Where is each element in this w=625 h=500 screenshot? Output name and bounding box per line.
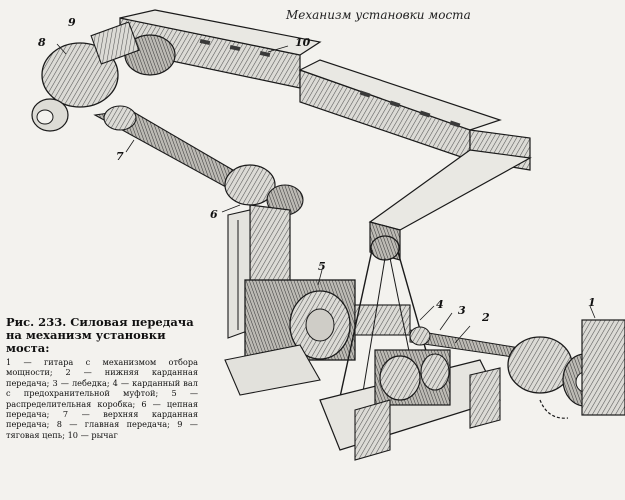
legend-item: 2 — нижняя карданная передача; bbox=[6, 367, 198, 388]
callout-9: 9 bbox=[68, 16, 76, 29]
callout-1: 1 bbox=[588, 296, 596, 309]
lever-beam bbox=[119, 9, 532, 261]
legend-item: 6 — цепная передача; bbox=[6, 398, 198, 420]
callout-leaders bbox=[56, 43, 596, 344]
callout-6: 6 bbox=[210, 208, 218, 221]
legend-item: 1 — гитара с механизмом отбора мощности; bbox=[6, 357, 198, 378]
callout-8: 8 bbox=[38, 36, 46, 49]
legend-item: 3 — лебедка; bbox=[52, 377, 110, 388]
distribution-box bbox=[224, 279, 411, 396]
figure-caption: Рис. 233. Силовая передача на механизм у… bbox=[6, 316, 198, 440]
legend-item: 9 — тяговая цепь; bbox=[6, 419, 198, 440]
legend-item: 7 — верхняя карданная передача; bbox=[6, 409, 198, 430]
legend-item: 8 — главная передача; bbox=[56, 419, 170, 430]
callout-10: 10 bbox=[295, 36, 311, 49]
callout-3: 3 bbox=[458, 304, 466, 317]
upper-cardan-shaft bbox=[93, 105, 304, 216]
legend-item: 5 — распределительная коробка; bbox=[6, 388, 199, 409]
caption-legend: 1 — гитара с механизмом отбора мощности;… bbox=[6, 357, 198, 440]
page-header: Механизм установки моста bbox=[286, 8, 471, 22]
callout-5: 5 bbox=[318, 260, 326, 273]
callout-4: 4 bbox=[436, 298, 444, 311]
callout-7: 7 bbox=[116, 150, 124, 163]
legend-item: 10 — рычаг bbox=[67, 429, 118, 440]
main-gear-assembly bbox=[31, 21, 176, 132]
winch bbox=[319, 349, 501, 461]
legend-item: 4 — карданный вал с предохранительной му… bbox=[6, 377, 198, 399]
pto-gitara bbox=[507, 319, 625, 419]
caption-title: Рис. 233. Силовая передача на механизм у… bbox=[6, 315, 194, 355]
callout-2: 2 bbox=[482, 311, 490, 324]
